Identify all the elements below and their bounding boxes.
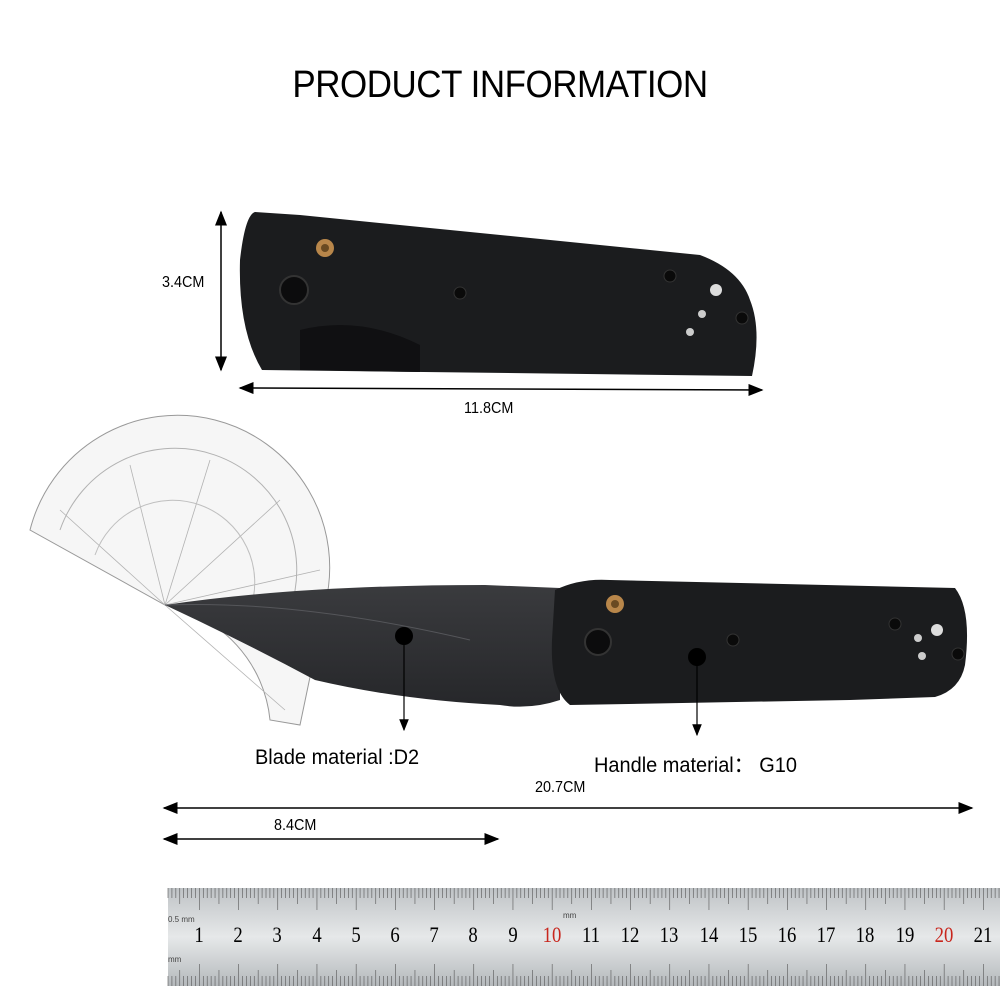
closed-length-label: 11.8CM bbox=[464, 400, 514, 417]
ruler-unit-top: 0.5 mm bbox=[168, 915, 195, 924]
ruler-number: 11 bbox=[581, 922, 601, 947]
closed-height-label: 3.4CM bbox=[162, 274, 205, 291]
ruler-number: 10 bbox=[542, 922, 562, 947]
ruler-number: 20 bbox=[934, 922, 954, 947]
ruler-number: 15 bbox=[738, 922, 758, 947]
ruler-number: 16 bbox=[777, 922, 797, 947]
closed-knife-image bbox=[239, 212, 757, 376]
ruler-number: 1 bbox=[194, 922, 204, 947]
ruler-number: 6 bbox=[390, 922, 400, 947]
ruler-unit-bottom: mm bbox=[168, 955, 182, 964]
closed-length-arrow bbox=[238, 382, 764, 396]
ruler-image bbox=[167, 888, 1000, 986]
ruler-number: 9 bbox=[507, 922, 518, 947]
blade-length-label: 8.4CM bbox=[274, 817, 317, 834]
handle-material-label: Handle material： G10 bbox=[594, 754, 797, 777]
ruler-number: 5 bbox=[351, 922, 361, 947]
ruler-number: 2 bbox=[233, 922, 243, 947]
open-knife-image bbox=[164, 579, 968, 707]
ruler-number: 18 bbox=[856, 922, 875, 947]
ruler-number: 7 bbox=[429, 922, 439, 947]
blade-material-label: Blade material :D2 bbox=[255, 746, 420, 769]
protractor-image bbox=[29, 414, 331, 726]
ruler-number: 17 bbox=[816, 922, 836, 947]
ruler-number: 4 bbox=[311, 922, 322, 947]
ruler-number: 13 bbox=[660, 922, 679, 947]
page-title: PRODUCT INFORMATION bbox=[292, 64, 708, 106]
ruler-number: 21 bbox=[973, 922, 993, 947]
ruler-number: 12 bbox=[620, 922, 640, 947]
ruler-number: 14 bbox=[699, 922, 718, 947]
ruler-number: 19 bbox=[895, 922, 914, 947]
overall-length-label: 20.7CM bbox=[535, 779, 586, 796]
ruler-unit-mid: mm bbox=[563, 911, 577, 920]
ruler-number: 3 bbox=[272, 922, 283, 947]
ruler-number: 8 bbox=[468, 922, 479, 947]
